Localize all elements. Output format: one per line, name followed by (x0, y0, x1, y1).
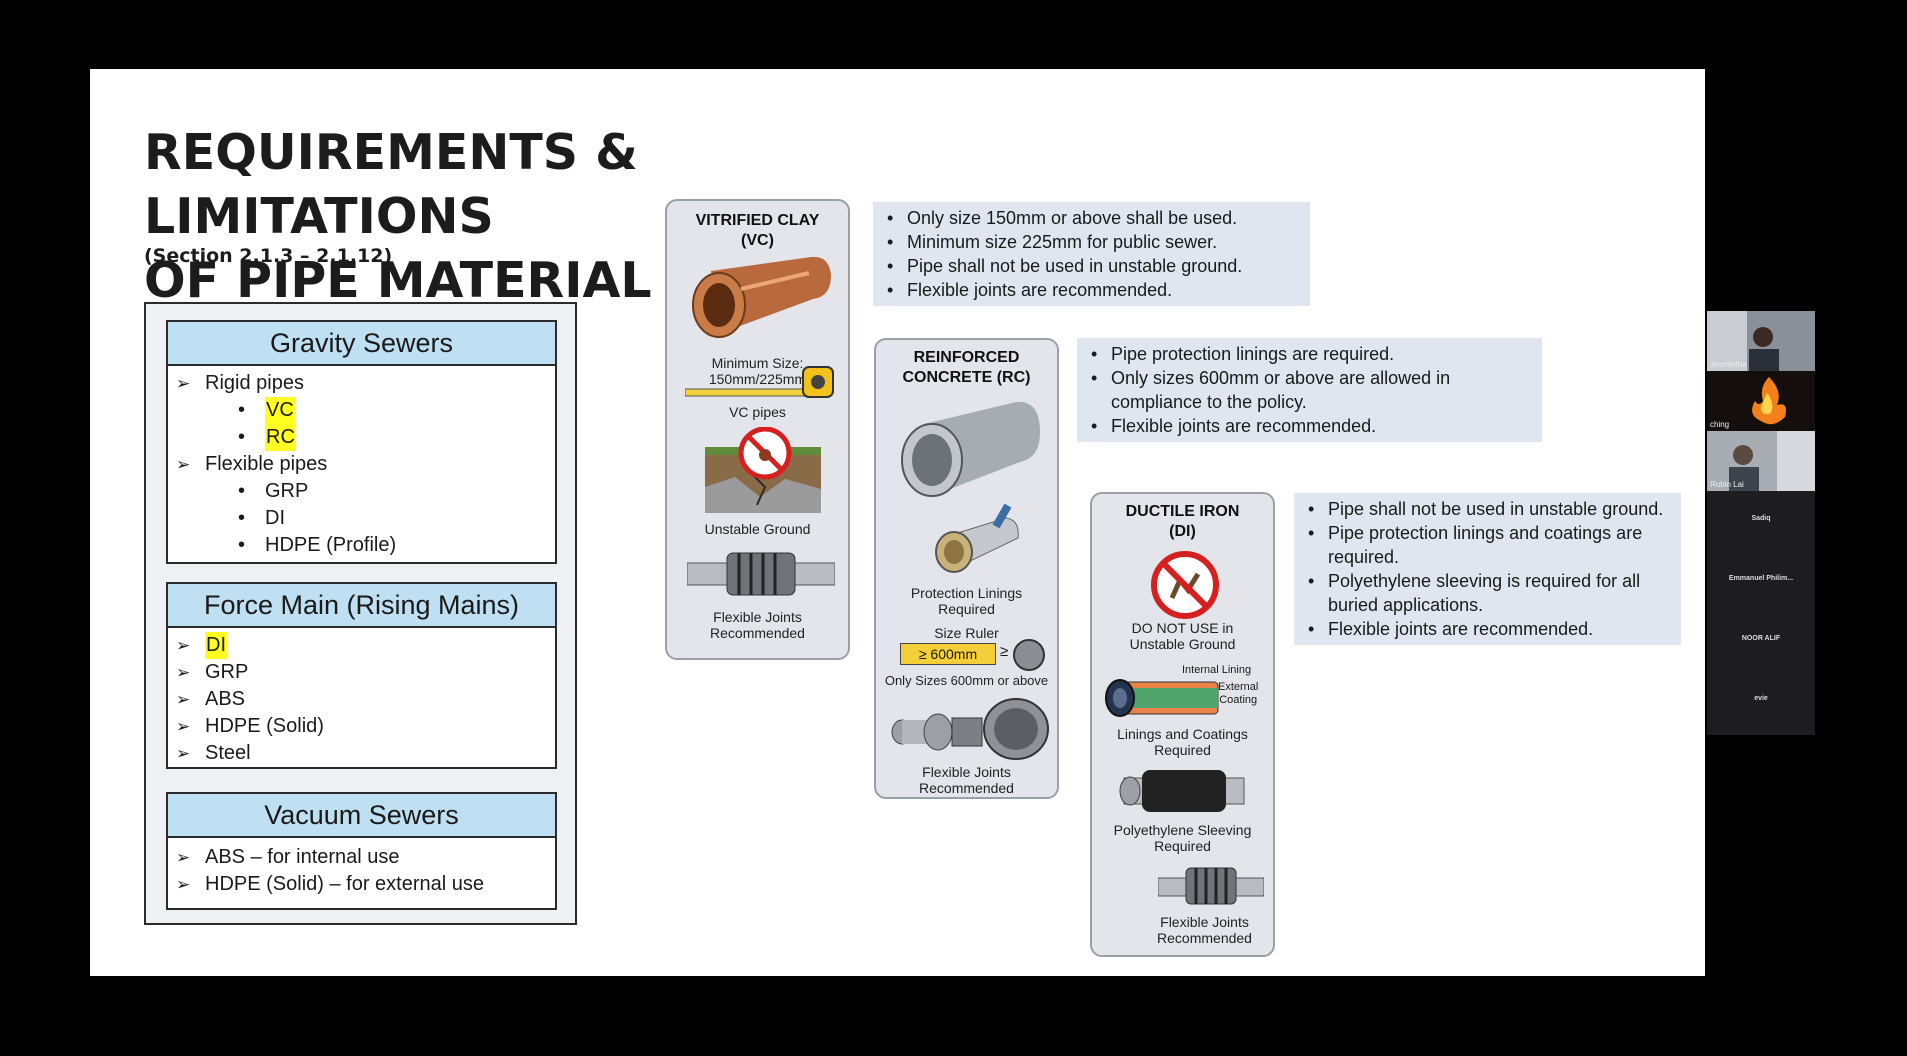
vacuum-sewers-box: Vacuum Sewers ➢ ABS – for internal use ➢ H… (166, 792, 557, 910)
arrow-bullet-icon: ➢ (176, 636, 191, 655)
participant-video-icon (1707, 311, 1815, 371)
flexible-joint-icon (1158, 867, 1264, 905)
presentation-slide: REQUIREMENTS & LIMITATIONS OF PIPE MATER… (90, 69, 1705, 976)
list-item: DI (265, 507, 285, 529)
rigid-pipes-label: Rigid pipes (205, 372, 304, 394)
list-item: Steel (205, 742, 251, 764)
list-item: DI (205, 632, 227, 659)
list-item: Pipe shall not be used in unstable groun… (1302, 497, 1671, 521)
clay-pipe-icon (692, 256, 831, 338)
vc-card-title: VITRIFIED CLAY (VC) (695, 212, 820, 249)
lined-pipe-icon (1105, 679, 1219, 717)
participant-name: Jesmintha (1710, 360, 1747, 369)
list-item: ABS (205, 688, 246, 710)
force-main-box: Force Main (Rising Mains) ➢DI ➢GRP ➢ABS … (166, 582, 557, 769)
title-line-1: REQUIREMENTS & LIMITATIONS (144, 124, 638, 245)
protection-lining-icon (935, 503, 1019, 573)
list-item: HDPE (Profile) (265, 534, 397, 556)
list-item: Minimum size 225mm for public sewer. (881, 230, 1300, 254)
slide-subtitle: (Section 2.1.3 – 2.1.12) (144, 245, 393, 267)
arrow-bullet-icon: ➢ (176, 374, 191, 393)
flexible-joint-icon (891, 698, 1049, 760)
vc-illustration-card: VITRIFIED CLAY (VC) Minimum Size: 150mm/… (665, 199, 850, 660)
pipe-category-panel: Gravity Sewers ➢Rigid pipes •VC •RC ➢Fle… (144, 302, 577, 925)
rc-illustration-card: REINFORCED CONCRETE (RC) Protection Lini… (874, 338, 1059, 799)
list-item: Only sizes 600mm or above are allowed in… (1085, 366, 1532, 414)
participant-tile[interactable]: Emmanuel Philim... (1707, 551, 1815, 611)
arrow-bullet-icon: ➢ (176, 455, 191, 474)
list-item: GRP (205, 661, 249, 683)
unstable-ground-icon (705, 427, 821, 513)
list-item: Polyethylene sleeving is required for al… (1302, 569, 1671, 617)
flexible-pipes-label: Flexible pipes (205, 453, 328, 475)
participant-name: NOOR ALIF (1741, 635, 1781, 642)
participant-name: ching (1710, 420, 1730, 429)
di-card-title: DUCTILE IRON (DI) (1125, 503, 1240, 540)
force-main-header: Force Main (Rising Mains) (168, 584, 555, 628)
participant-tile[interactable]: NOOR ALIF (1707, 611, 1815, 671)
vacuum-sewers-header: Vacuum Sewers (168, 794, 555, 838)
no-entry-icon (1151, 551, 1219, 619)
list-item: HDPE (Solid) (205, 715, 324, 737)
participant-video-icon (1707, 431, 1815, 491)
list-item: Flexible joints are recommended. (881, 278, 1300, 302)
participant-name: Emmanuel Philim... (1728, 575, 1794, 582)
list-item: ABS – for internal use (205, 846, 400, 868)
arrow-bullet-icon: ➢ (176, 848, 191, 867)
participant-name: Sadiq (1751, 515, 1771, 522)
fire-avatar-icon (1707, 371, 1815, 431)
list-item: Pipe protection linings are required. (1085, 342, 1532, 366)
participant-tile[interactable]: Robin Lai (1707, 431, 1815, 491)
list-item: GRP (265, 480, 309, 502)
participant-name: evie (1754, 695, 1768, 702)
size-ruler: ≥ 600mm (900, 643, 996, 665)
arrow-bullet-icon: ➢ (176, 744, 191, 763)
list-item: VC (265, 397, 295, 424)
tape-measure-icon (685, 366, 834, 398)
participant-tile[interactable]: ching (1707, 371, 1815, 431)
list-item: Flexible joints are recommended. (1085, 414, 1532, 438)
list-item: RC (265, 424, 296, 451)
sleeved-pipe-icon (1119, 770, 1245, 812)
vc-requirements-box: Only size 150mm or above shall be used. … (873, 202, 1310, 306)
rc-card-title: REINFORCED CONCRETE (RC) (902, 349, 1031, 386)
pipe-section-icon (1013, 639, 1045, 671)
di-requirements-box: Pipe shall not be used in unstable groun… (1294, 493, 1681, 645)
concrete-pipe-icon (901, 401, 1040, 497)
arrow-bullet-icon: ➢ (176, 717, 191, 736)
title-line-2: OF PIPE MATERIAL (144, 252, 652, 309)
participant-name: Robin Lai (1710, 480, 1744, 489)
list-item: HDPE (Solid) – for external use (205, 873, 485, 895)
gravity-sewers-header: Gravity Sewers (168, 322, 555, 366)
gravity-sewers-box: Gravity Sewers ➢Rigid pipes •VC •RC ➢Fle… (166, 320, 557, 564)
participant-tile[interactable]: Jesmintha (1707, 311, 1815, 371)
slide-title: REQUIREMENTS & LIMITATIONS OF PIPE MATER… (144, 121, 904, 313)
list-item: Pipe protection linings and coatings are… (1302, 521, 1671, 569)
list-item: Only size 150mm or above shall be used. (881, 206, 1300, 230)
rc-requirements-box: Pipe protection linings are required. On… (1077, 338, 1542, 442)
list-item: Pipe shall not be used in unstable groun… (881, 254, 1300, 278)
list-item: Flexible joints are recommended. (1302, 617, 1671, 641)
arrow-bullet-icon: ➢ (176, 663, 191, 682)
di-illustration-card: DUCTILE IRON (DI) DO NOT USE in Unstable… (1090, 492, 1275, 957)
participant-tile[interactable]: Sadiq (1707, 491, 1815, 551)
arrow-bullet-icon: ➢ (176, 875, 191, 894)
arrow-bullet-icon: ➢ (176, 690, 191, 709)
flexible-joint-icon (687, 552, 835, 596)
participant-tile[interactable]: evie (1707, 671, 1815, 735)
